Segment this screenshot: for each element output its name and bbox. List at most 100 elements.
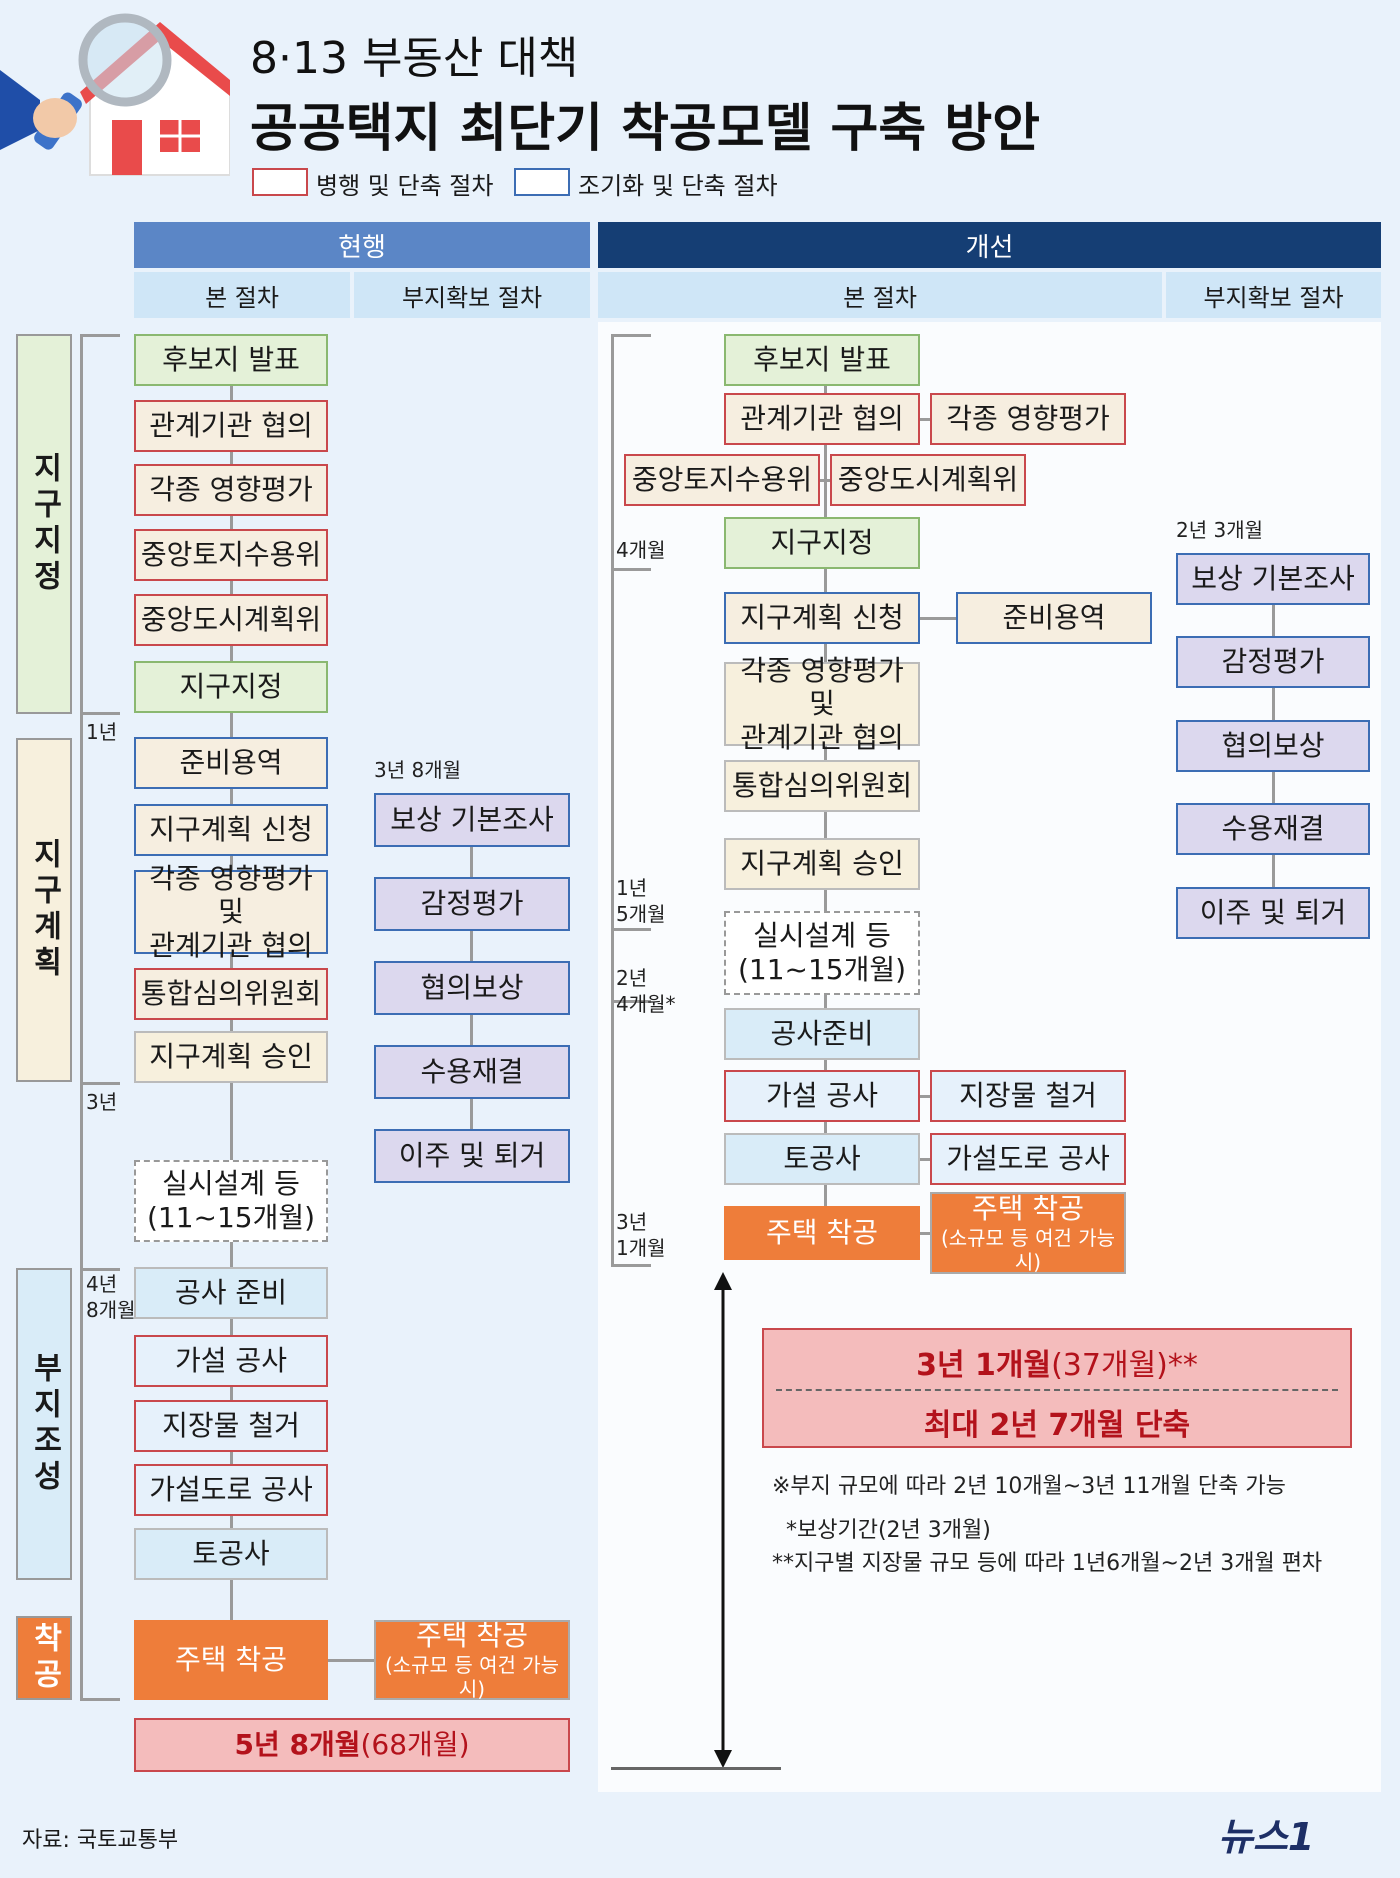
improved-step-impact-and-consult-line1: 각종 영향평가 및 xyxy=(740,653,904,721)
current-step-detailed-design-line2: (11~15개월) xyxy=(146,1201,316,1234)
stage-groundbreaking: 착공 xyxy=(16,1616,72,1700)
improved-step-integrated-review: 통합심의위원회 xyxy=(724,760,920,812)
improved-time-4m: 4개월 xyxy=(616,538,666,562)
improved-step-prep-service: 준비용역 xyxy=(956,592,1152,644)
current-time-8m: 8개월 xyxy=(86,1298,136,1322)
improved-result-line1: 3년 1개월(37개월)** xyxy=(764,1340,1350,1384)
page-subtitle: 8·13 부동산 대책 xyxy=(250,33,579,84)
improved-land-expropriation-ruling: 수용재결 xyxy=(1176,803,1370,855)
current-land-period: 3년 8개월 xyxy=(374,758,462,782)
current-step-prep-service: 준비용역 xyxy=(134,737,328,789)
legend-red-label: 병행 및 단축 절차 xyxy=(316,172,494,200)
improved-land-subheader: 부지확보 절차 xyxy=(1166,272,1381,318)
current-small-start-label: 주택 착공 xyxy=(416,1619,528,1653)
improved-step-construction-prep: 공사준비 xyxy=(724,1008,920,1060)
improved-small-start-label: 주택 착공 xyxy=(972,1192,1084,1226)
current-step-construction-prep: 공사 준비 xyxy=(134,1267,328,1319)
column-improved-header: 개선 xyxy=(598,222,1381,268)
improved-prep-connector xyxy=(920,617,956,620)
improved-housing-connector xyxy=(920,1232,930,1235)
improved-land-appraisal: 감정평가 xyxy=(1176,636,1370,688)
improved-step-agency-consult: 관계기관 협의 xyxy=(724,393,920,445)
stage-district-plan: 지구계획 xyxy=(16,738,72,1082)
improved-time-1m: 1개월 xyxy=(616,1236,666,1260)
improved-step-candidate: 후보지 발표 xyxy=(724,334,920,386)
current-step-detailed-design: 실시설계 등 (11~15개월) xyxy=(134,1160,328,1242)
current-step-temporary-works: 가설 공사 xyxy=(134,1335,328,1387)
current-time-3y: 3년 xyxy=(86,1090,118,1114)
improved-step-detailed-design: 실시설계 등 (11~15개월) xyxy=(724,911,920,995)
improved-step-land-expropriation-committee: 중앙토지수용위 xyxy=(624,454,820,506)
improved-step-impact-and-consult: 각종 영향평가 및 관계기관 협의 xyxy=(724,654,920,754)
improved-step-detailed-design-line2: (11~15개월) xyxy=(737,953,907,986)
note-site-scale: ※부지 규모에 따라 2년 10개월~3년 11개월 단축 가능 xyxy=(772,1474,1286,1499)
source-label: 자료: 국토교통부 xyxy=(22,1828,179,1853)
current-step-housing-start-small: 주택 착공 (소규모 등 여건 가능 시) xyxy=(374,1619,570,1701)
improved-result-line2: 최대 2년 7개월 단축 xyxy=(923,1408,1191,1443)
improved-time-5m: 5개월 xyxy=(616,902,666,926)
improved-timeline-tick xyxy=(611,568,651,571)
improved-timeline-tick xyxy=(611,1264,651,1267)
improved-step-temp-road: 가설도로 공사 xyxy=(930,1133,1126,1185)
current-step-impact-assessment: 각종 영향평가 xyxy=(134,464,328,516)
current-step-obstacle-removal: 지장물 철거 xyxy=(134,1400,328,1452)
improved-time-4m-star: 4개월* xyxy=(616,992,676,1016)
current-main-subheader: 본 절차 xyxy=(134,272,350,318)
current-step-district-designation: 지구지정 xyxy=(134,661,328,713)
improved-step-housing-start: 주택 착공 xyxy=(724,1206,920,1260)
current-step-candidate: 후보지 발표 xyxy=(134,334,328,386)
improved-land-relocation: 이주 및 퇴거 xyxy=(1176,887,1370,939)
result-divider xyxy=(776,1389,1338,1391)
page-title: 공공택지 최단기 착공모델 구축 방안 xyxy=(250,99,1041,159)
current-timeline-tick xyxy=(80,1268,120,1271)
legend-red-swatch xyxy=(252,168,308,196)
improved-land-negotiated-compensation: 협의보상 xyxy=(1176,720,1370,772)
current-step-impact-and-consult-line1: 각종 영향평가 및 xyxy=(149,861,313,929)
current-step-detailed-design-line1: 실시설계 등 xyxy=(162,1167,300,1201)
note-compensation-period: *보상기간(2년 3개월) xyxy=(786,1518,991,1543)
current-land-survey: 보상 기본조사 xyxy=(374,793,570,847)
stage-district-designation: 지구지정 xyxy=(16,334,72,714)
current-timeline-line xyxy=(80,334,83,1700)
improved-result-paren: (37개월)** xyxy=(1051,1348,1198,1383)
current-step-agency-consult: 관계기관 협의 xyxy=(134,400,328,452)
improved-bottom-baseline xyxy=(611,1767,781,1770)
house-magnifier-illustration xyxy=(0,0,231,180)
improved-temp-connector xyxy=(920,1095,930,1098)
current-step-plan-application: 지구계획 신청 xyxy=(134,804,328,856)
stage-site-preparation: 부지조성 xyxy=(16,1268,72,1580)
current-land-relocation: 이주 및 퇴거 xyxy=(374,1129,570,1183)
improved-step-district-designation: 지구지정 xyxy=(724,517,920,569)
current-time-4y: 4년 xyxy=(86,1272,118,1296)
current-step-impact-and-consult: 각종 영향평가 및 관계기관 협의 xyxy=(134,862,328,962)
current-total-paren: (68개월) xyxy=(360,1728,470,1762)
improved-step-obstacle-removal: 지장물 철거 xyxy=(930,1070,1126,1122)
improved-timeline-tick xyxy=(611,928,651,931)
improved-earth-connector xyxy=(920,1158,930,1161)
improved-main-subheader: 본 절차 xyxy=(598,272,1162,318)
current-step-land-expropriation-committee: 중앙토지수용위 xyxy=(134,529,328,581)
current-step-urban-planning-committee: 중앙도시계획위 xyxy=(134,594,328,646)
improved-timeline-tick xyxy=(611,1000,651,1003)
current-time-1y: 1년 xyxy=(86,720,118,744)
current-timeline-tick xyxy=(80,1698,120,1701)
news1-logo-text: 뉴스1 xyxy=(1218,1815,1315,1859)
current-step-earthwork: 토공사 xyxy=(134,1528,328,1580)
improved-time-1y: 1년 xyxy=(616,876,648,900)
improved-step-plan-approval: 지구계획 승인 xyxy=(724,838,920,890)
improved-result-bold: 3년 1개월 xyxy=(916,1348,1052,1383)
improved-committee-connector xyxy=(820,479,830,482)
improved-step-detailed-design-line1: 실시설계 등 xyxy=(753,919,891,953)
current-step-plan-approval: 지구계획 승인 xyxy=(134,1031,328,1083)
current-housing-connector xyxy=(328,1659,374,1662)
improved-time-2y: 2년 xyxy=(616,966,648,990)
improved-timeline-tick xyxy=(611,334,651,337)
improved-step-earthwork: 토공사 xyxy=(724,1133,920,1185)
improved-timeline-line xyxy=(611,334,614,1264)
current-total-duration: 5년 8개월 (68개월) xyxy=(134,1718,570,1772)
current-timeline-tick xyxy=(80,712,120,715)
improved-result-box: 3년 1개월(37개월)** 최대 2년 7개월 단축 xyxy=(762,1328,1352,1448)
current-timeline-tick xyxy=(80,334,120,337)
legend-blue-swatch xyxy=(514,168,570,196)
current-land-negotiated-compensation: 협의보상 xyxy=(374,961,570,1015)
